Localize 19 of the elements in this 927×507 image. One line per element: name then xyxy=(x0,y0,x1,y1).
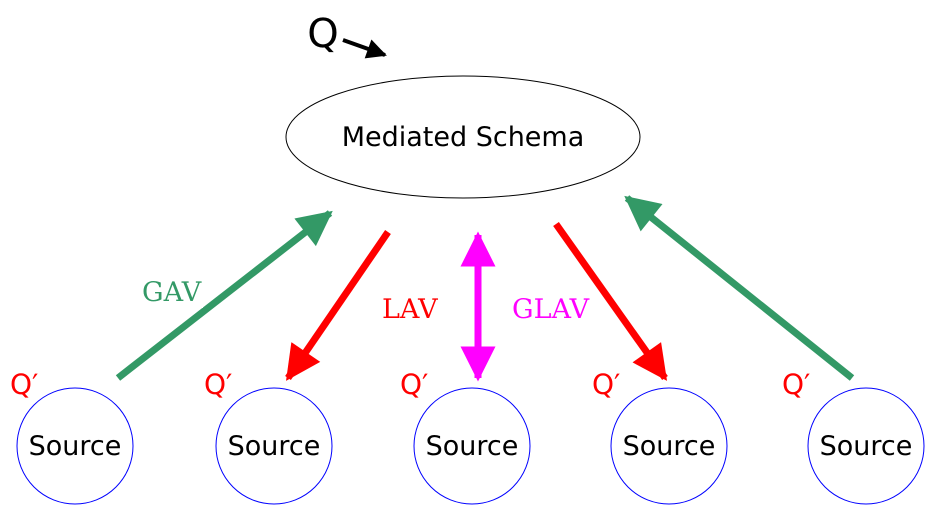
node-label: Source xyxy=(622,430,716,462)
node-label: Source xyxy=(426,430,518,462)
arrow xyxy=(285,230,391,381)
node-label: Source xyxy=(28,430,122,462)
arrow xyxy=(553,222,668,381)
schema-ellipse xyxy=(285,75,641,199)
query-label: Q′ xyxy=(782,368,810,401)
node-label: Source xyxy=(228,430,320,462)
arrow xyxy=(460,232,496,382)
arrow xyxy=(116,210,333,381)
node-label: Mediated Schema xyxy=(342,122,584,152)
query-label: Q xyxy=(307,11,339,57)
arrow xyxy=(342,38,387,58)
node-label: Source xyxy=(820,430,912,462)
query-label: Q′ xyxy=(400,368,428,401)
query-label: Q′ xyxy=(592,368,620,401)
query-label: Q′ xyxy=(204,368,232,401)
query-label: Q′ xyxy=(10,368,38,401)
arrow xyxy=(624,195,854,381)
